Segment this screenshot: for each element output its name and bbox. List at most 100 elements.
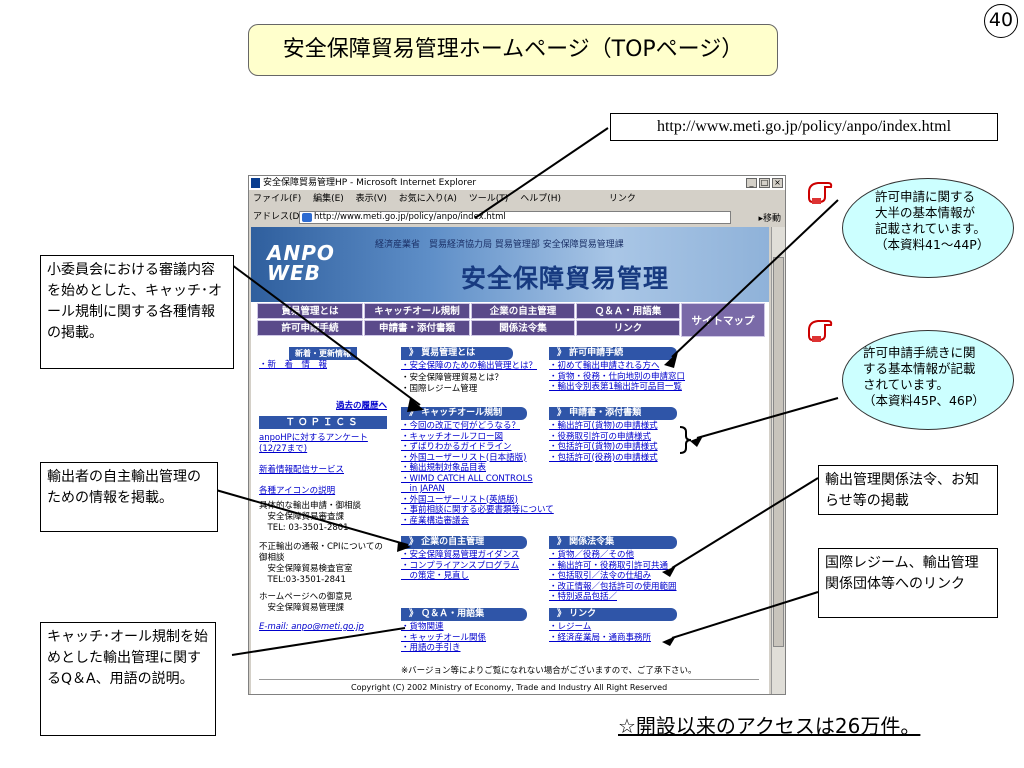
- section-laws-list: ・貨物／役務／その他・輸出許可・役務取引許可共通・包括取引／法令の仕組み・改正情…: [549, 550, 677, 603]
- pointing-hand-icon: [808, 320, 833, 342]
- section-trade-control-header[interactable]: 》 貿易管理とは: [401, 347, 513, 360]
- nav-sitemap[interactable]: サイトマップ: [681, 303, 765, 337]
- menu-help[interactable]: ヘルプ(H): [520, 194, 561, 204]
- section-link[interactable]: ・用語の手引き: [401, 643, 461, 653]
- address-bar: アドレス(D) http://www.meti.go.jp/policy/anp…: [249, 209, 785, 226]
- section-link[interactable]: ・今回の改正で何がどうなる？: [401, 421, 521, 431]
- contact-2-dept: 安全保障貿易検査官室: [259, 564, 353, 574]
- nav-links[interactable]: リンク: [576, 320, 680, 336]
- menu-view[interactable]: 表示(V): [355, 194, 387, 204]
- logo-line1: ANPO: [267, 241, 335, 265]
- new-info-link[interactable]: ・新 着 情 報: [259, 360, 328, 370]
- url-callout: http://www.meti.go.jp/policy/anpo/index.…: [610, 113, 998, 141]
- nav-self-control[interactable]: 企業の自主管理: [471, 303, 575, 319]
- section-link[interactable]: ・特別返品包括／: [549, 592, 618, 602]
- menu-file[interactable]: ファイル(F): [253, 194, 302, 204]
- section-link[interactable]: ・包括取引／法令の仕組み: [549, 571, 652, 581]
- section-link[interactable]: ・包括許可(役務)の申請様式: [549, 452, 658, 463]
- nav-forms[interactable]: 申請書・添付書類: [364, 320, 470, 336]
- menu-bar: ファイル(F) 編集(E) 表示(V) お気に入り(A) ツール(T) ヘルプ(…: [249, 191, 785, 208]
- menu-tools[interactable]: ツール(T): [468, 194, 509, 204]
- contact-2: 不正輸出の通報・CPIについての御相談: [259, 542, 383, 563]
- section-catch-all-header[interactable]: 》 キャッチオール規制: [401, 407, 527, 420]
- mail-service-link[interactable]: 新着情報配信サービス: [259, 465, 345, 475]
- nav-laws[interactable]: 関係法令集: [471, 320, 575, 336]
- section-link[interactable]: ・輸出規制対象品目表: [401, 463, 487, 473]
- section-qa-list: ・貨物関連・キャッチオール関係・用語の手引き: [401, 622, 486, 654]
- section-link[interactable]: ・貨物関連: [401, 622, 444, 632]
- survey-link[interactable]: anpoHPに対するアンケート(12/27まで): [259, 433, 368, 454]
- maximize-icon[interactable]: □: [759, 178, 770, 188]
- email-link[interactable]: E-mail: anpo@meti.go.jp: [259, 622, 364, 632]
- minimize-icon[interactable]: _: [746, 178, 757, 188]
- copyright: Copyright (C) 2002 Ministry of Economy, …: [351, 683, 668, 692]
- address-value: http://www.meti.go.jp/policy/anpo/index.…: [314, 212, 506, 222]
- past-history-link[interactable]: 過去の履歴へ: [335, 401, 387, 411]
- nav-trade-control[interactable]: 貿易管理とは: [257, 303, 363, 319]
- bubble-permit-procedure: 許可申請手続きに関 する基本情報が記載 されています。 （本資料45P、46P）: [842, 330, 1014, 430]
- bubble1-line1: 許可申請に関する: [875, 189, 976, 204]
- nav-catch-all[interactable]: キャッチオール規制: [364, 303, 470, 319]
- section-forms-header[interactable]: 》 申請書・添付書類: [549, 407, 677, 420]
- section-link[interactable]: ・ずばりわかるガイドライン: [401, 442, 512, 452]
- section-link[interactable]: ・キャッチオール関係: [401, 632, 487, 643]
- section-catch-all-list: ・今回の改正で何がどうなる？・キャッチオールフロー図・ずばりわかるガイドライン・…: [401, 421, 554, 526]
- close-icon[interactable]: ×: [772, 178, 783, 188]
- section-link[interactable]: ・WIMD CATCH ALL CONTROLS: [401, 473, 533, 484]
- nav-qa[interactable]: Ｑ＆Ａ・用語集: [576, 303, 680, 319]
- contact-1-tel: TEL: 03-3501-2801: [259, 523, 349, 533]
- section-link[interactable]: ・役務取引許可の申請様式: [549, 431, 652, 442]
- section-link[interactable]: ・輸出許可(貨物)の申請様式: [549, 421, 658, 431]
- links-label[interactable]: リンク: [608, 194, 636, 204]
- version-note: ※バージョン等によりご覧になれない場合がございますので、ご了承下さい。: [401, 666, 697, 676]
- menu-edit[interactable]: 編集(E): [313, 194, 344, 204]
- bubble-permit-info: 許可申請に関する 大半の基本情報が 記載されています。 （本資料41～44P）: [842, 178, 1014, 278]
- section-link[interactable]: ・貨物／役務／その他: [549, 550, 635, 560]
- section-links-header[interactable]: 》 リンク: [549, 608, 677, 621]
- address-input[interactable]: http://www.meti.go.jp/policy/anpo/index.…: [299, 211, 731, 224]
- section-link[interactable]: in JAPAN: [401, 484, 445, 494]
- callout-qa: キャッチ･オール規制を始めとした輸出管理に関するQ＆A、用語の説明。: [40, 622, 216, 736]
- scrollbar-thumb[interactable]: [773, 257, 784, 647]
- section-qa-header[interactable]: 》 Ｑ＆Ａ・用語集: [401, 608, 527, 621]
- scrollbar[interactable]: [771, 227, 785, 694]
- section-trade-control-text-2: ・国際レジーム管理: [401, 384, 478, 394]
- contact-1: 具体的な輸出申請・御相談: [259, 501, 362, 511]
- go-button[interactable]: ▸移動: [758, 214, 781, 224]
- nav-permit[interactable]: 許可申請手続: [257, 320, 363, 336]
- section-link[interactable]: ・事前相談に関する必要書類等について: [401, 505, 554, 515]
- bubble2-line3: されています。: [863, 377, 949, 392]
- section-link[interactable]: ・安全保障貿易管理ガイダンス: [401, 550, 520, 560]
- menu-favorites[interactable]: お気に入り(A): [398, 194, 457, 204]
- section-self-control-header[interactable]: 》 企業の自主管理: [401, 536, 527, 549]
- section-link[interactable]: ・経済産業局・通商事務所: [549, 632, 652, 643]
- bubble1-line3: 記載されています。: [875, 221, 986, 236]
- section-link[interactable]: ・改正情報／包括許可の使用範囲: [549, 581, 677, 592]
- topics-header: ＴＯＰＩＣＳ: [259, 416, 387, 429]
- callout-laws: 輸出管理関係法令、お知らせ等の掲載: [818, 465, 998, 515]
- site-heading: 安全保障貿易管理: [461, 264, 670, 293]
- section-trade-control-link[interactable]: ・安全保障のための輸出管理とは？: [401, 361, 538, 371]
- section-laws-header[interactable]: 》 関係法令集: [549, 536, 677, 549]
- section-permit-header[interactable]: 》 許可申請手続: [549, 347, 677, 360]
- section-link[interactable]: ・輸出許可・役務取引許可共通: [549, 560, 669, 571]
- ie-icon: [251, 178, 260, 188]
- section-link[interactable]: ・貨物・役務・仕向地別の申請窓口: [549, 371, 686, 382]
- section-link[interactable]: ・包括許可(貨物)の申請様式: [549, 442, 658, 452]
- new-info-label: 新着・更新情報: [289, 347, 357, 360]
- section-trade-control-text-1: ・安全保障管理貿易とは？: [401, 373, 504, 383]
- section-link[interactable]: ・外国ユーザーリスト(英語版): [401, 494, 518, 505]
- section-link[interactable]: ・輸出令別表第1輸出許可品目一覧: [549, 382, 682, 392]
- section-link[interactable]: ・産業構造審議会: [401, 515, 470, 526]
- callout-catch-all-info: 小委員会における審議内容を始めとした、キャッチ･オール規制に関する各種情報の掲載…: [40, 255, 234, 369]
- section-link[interactable]: ・外国ユーザーリスト(日本語版): [401, 452, 527, 463]
- section-link[interactable]: ・レジーム: [549, 622, 592, 632]
- section-link[interactable]: ・初めて輸出申請される方へ: [549, 361, 660, 371]
- section-link[interactable]: ・コンプライアンスプログラム: [401, 560, 519, 571]
- section-link[interactable]: ・キャッチオールフロー図: [401, 431, 504, 442]
- icon-help-link[interactable]: 各種アイコンの説明: [259, 486, 336, 496]
- section-link[interactable]: の策定・見直し: [401, 571, 470, 581]
